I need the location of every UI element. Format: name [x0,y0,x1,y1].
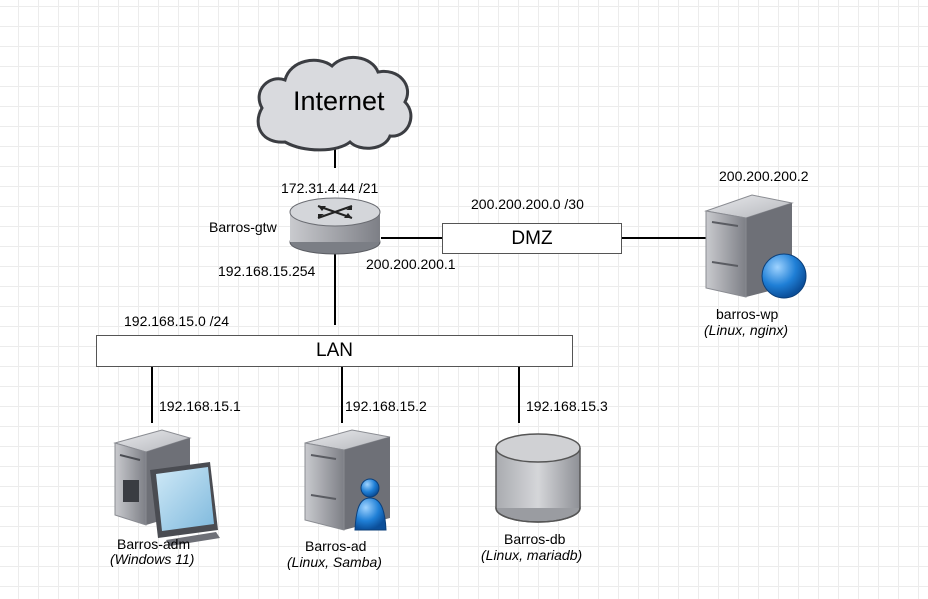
gateway-dmz-ip: 200.200.200.1 [366,256,456,272]
desktop-pc-icon [113,429,220,546]
router-icon [289,197,381,255]
database-icon [495,433,581,523]
dmz-segment: DMZ [442,223,622,254]
wp-name: barros-wp [716,306,779,322]
web-server-icon [704,194,807,299]
ad-os: (Linux, Samba) [287,554,382,570]
gateway-lan-ip: 192.168.15.254 [218,263,316,279]
monitor-icon [150,462,220,546]
adm-name: Barros-adm [117,536,191,552]
wp-os: (Linux, nginx) [704,322,789,338]
db-ip-label: 192.168.15.3 [526,398,608,414]
gateway-name: Barros-gtw [209,219,277,235]
directory-server-icon [304,429,391,531]
db-name: Barros-db [504,531,566,547]
adm-os: (Windows 11) [110,551,195,567]
lan-network-label: 192.168.15.0 /24 [124,313,230,329]
db-os: (Linux, mariadb) [481,547,583,563]
internet-label: Internet [293,86,385,116]
dmz-network-label: 200.200.200.0 /30 [471,196,584,212]
wan-ip-label: 172.31.4.44 /21 [281,180,379,196]
ad-name: Barros-ad [305,538,367,554]
connection-lines [151,143,706,423]
ad-ip-label: 192.168.15.2 [345,398,427,414]
cloud-icon [256,56,413,152]
wp-ip-label: 200.200.200.2 [719,168,809,184]
adm-ip-label: 192.168.15.1 [159,398,241,414]
lan-segment: LAN [96,335,573,367]
user-icon [354,478,387,531]
globe-icon [761,253,807,299]
